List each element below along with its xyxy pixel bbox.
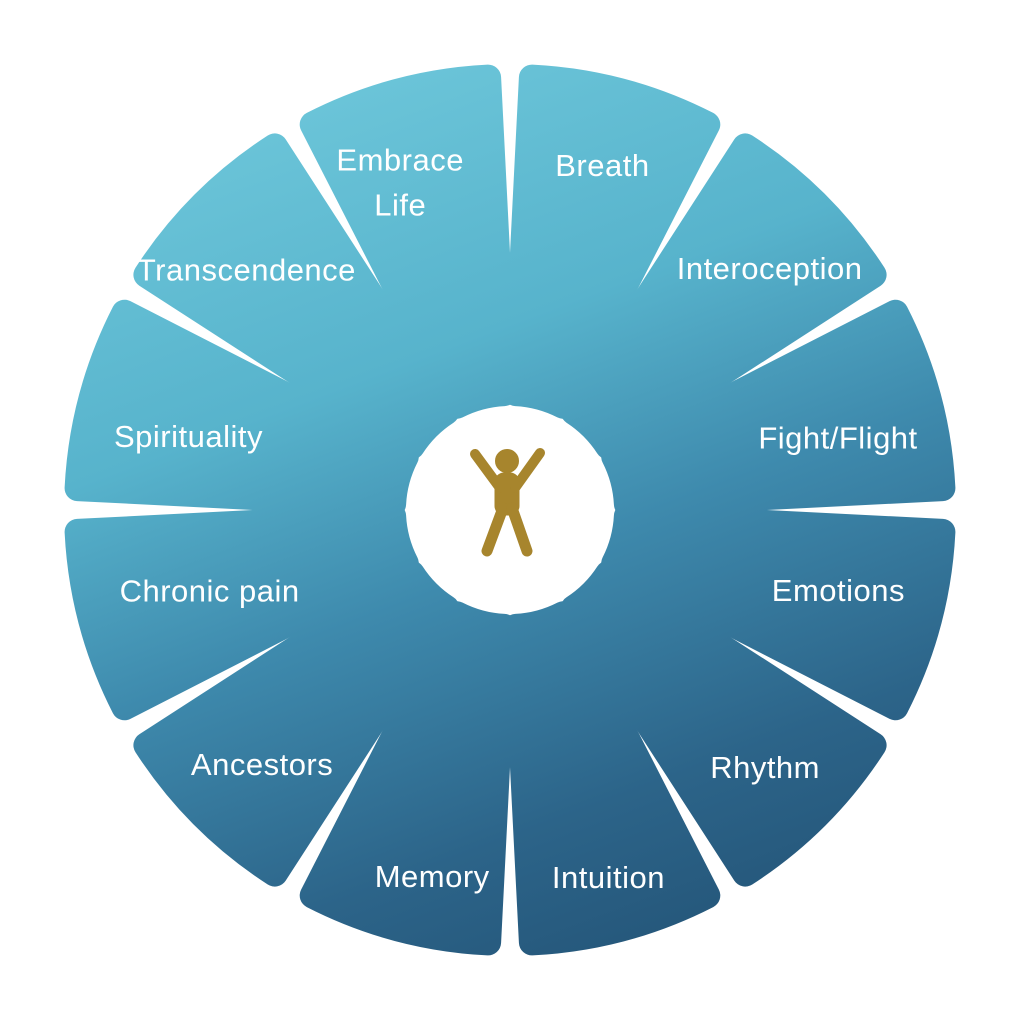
petal-label-fight-flight: Fight/Flight xyxy=(758,420,917,455)
petal-label-line: Ancestors xyxy=(191,747,333,782)
petal-ancestors xyxy=(133,560,460,887)
petal-label-transcendence: Transcendence xyxy=(137,252,356,287)
person-right-leg xyxy=(506,502,533,557)
petal-transcendence xyxy=(133,133,460,460)
person-arms-raised-icon xyxy=(470,448,545,557)
petal-label-breath: Breath xyxy=(555,148,649,183)
petal-label-line: Life xyxy=(374,187,426,222)
petal-label-chronic-pain: Chronic pain xyxy=(120,574,300,609)
petal-label-line: Spirituality xyxy=(114,419,263,454)
petal-breath xyxy=(502,64,721,419)
petal-chronic-pain xyxy=(64,502,419,721)
petal-label-group: BreathInteroceptionFight/FlightEmotionsR… xyxy=(114,142,917,895)
person-left-arm xyxy=(470,449,505,493)
petal-label-line: Intuition xyxy=(552,860,665,895)
petal-label-line: Fight/Flight xyxy=(758,420,917,455)
petal-fight-flight xyxy=(601,299,956,518)
petal-label-line: Memory xyxy=(375,859,490,894)
petal-label-line: Chronic pain xyxy=(120,574,300,609)
petal-label-line: Rhythm xyxy=(710,750,820,785)
petal-group xyxy=(64,64,956,956)
person-head xyxy=(495,449,519,473)
petal-label-ancestors: Ancestors xyxy=(191,747,333,782)
petal-memory xyxy=(299,601,518,956)
petal-spirituality xyxy=(64,299,419,518)
petal-interoception xyxy=(560,133,887,460)
petal-label-line: Transcendence xyxy=(137,252,356,287)
petal-label-rhythm: Rhythm xyxy=(710,750,820,785)
petal-label-line: Breath xyxy=(555,148,649,183)
petal-label-emotions: Emotions xyxy=(772,573,905,608)
petal-label-spirituality: Spirituality xyxy=(114,419,263,454)
petal-rhythm xyxy=(560,560,887,887)
petal-intuition xyxy=(502,601,721,956)
petal-label-line: Embrace xyxy=(336,142,464,177)
petal-emotions xyxy=(601,502,956,721)
petal-label-line: Emotions xyxy=(772,573,905,608)
petal-label-memory: Memory xyxy=(375,859,490,894)
person-right-arm xyxy=(510,448,545,493)
person-left-leg xyxy=(481,502,509,557)
petal-embrace-life xyxy=(299,64,518,419)
petal-label-intuition: Intuition xyxy=(552,860,665,895)
petal-label-line: Interoception xyxy=(677,251,863,286)
petal-label-interoception: Interoception xyxy=(677,251,863,286)
